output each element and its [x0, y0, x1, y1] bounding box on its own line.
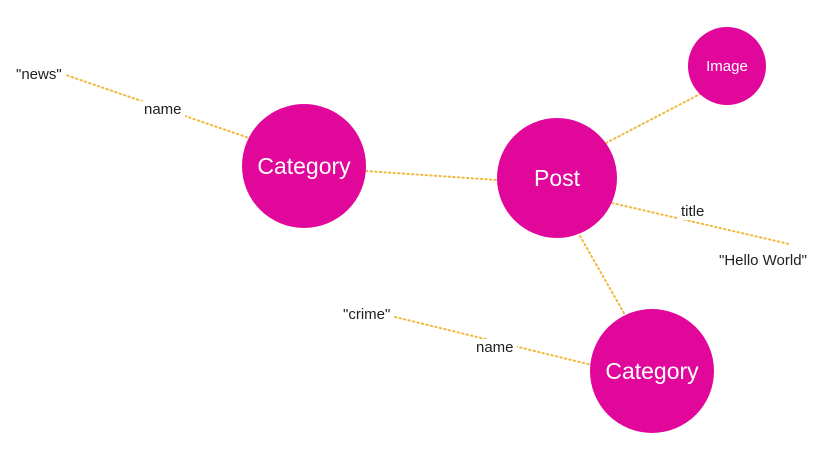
graph-edge[interactable] — [365, 170, 498, 181]
graph-node-category-crime[interactable]: Category — [590, 309, 714, 433]
graph-edge-label-name: name — [473, 339, 517, 356]
graph-edge-label-name: name — [141, 101, 185, 118]
graph-node-image[interactable]: Image — [688, 27, 766, 105]
graph-node-label: Post — [533, 164, 581, 191]
graph-edge[interactable] — [611, 202, 790, 245]
graph-property-value-crime-value: "crime" — [340, 306, 394, 323]
graph-node-label: Category — [605, 357, 699, 384]
graph-node-post[interactable]: Post — [497, 118, 617, 238]
graph-property-value-hello-value: "Hello World" — [716, 252, 810, 269]
graph-edge[interactable] — [579, 235, 626, 316]
graph-edge[interactable] — [605, 93, 701, 144]
graph-property-value-news-value: "news" — [13, 66, 65, 83]
graph-edge-label-title: title — [678, 203, 708, 220]
graph-node-category-news[interactable]: Category — [242, 104, 366, 228]
graph-node-label: Image — [706, 57, 748, 75]
graph-node-label: Category — [257, 152, 351, 179]
